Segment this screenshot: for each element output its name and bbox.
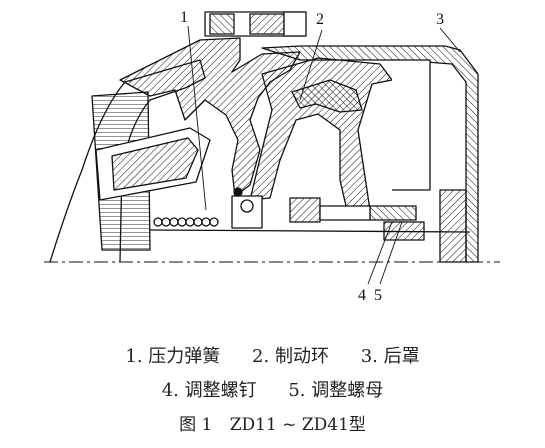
legend-item-2: 2. 制动环 <box>252 346 329 367</box>
legend-item-3: 3. 后罩 <box>360 346 420 367</box>
legend-line-2: 4. 调整螺钉 5. 调整螺母 <box>0 376 545 402</box>
legend-item-5: 5. 调整螺母 <box>288 380 384 401</box>
figure-title: ZD11 ~ ZD41型 <box>229 415 366 435</box>
legend-item-4: 4. 调整螺钉 <box>161 380 257 401</box>
callout-3-rear-cover: 3 <box>436 11 444 28</box>
callout-5-adjusting-nut: 5 <box>374 287 382 304</box>
callout-2-brake-ring: 2 <box>316 11 324 28</box>
figure-caption: 图 1 ZD11 ~ ZD41型 <box>0 410 545 435</box>
pressure-spring <box>153 217 219 227</box>
adjusting-nut <box>383 221 425 241</box>
legend-item-1: 1. 压力弹簧 <box>125 346 221 367</box>
callout-1-pressure-spring: 1 <box>180 9 188 26</box>
end-shield <box>119 37 301 197</box>
brake-drum <box>249 57 393 211</box>
legend-line-1: 1. 压力弹簧 2. 制动环 3. 后罩 <box>0 342 545 368</box>
callout-4-adjusting-screw: 4 <box>358 287 366 304</box>
figure-label: 图 1 <box>179 415 213 435</box>
adjusting-screw <box>369 205 417 221</box>
